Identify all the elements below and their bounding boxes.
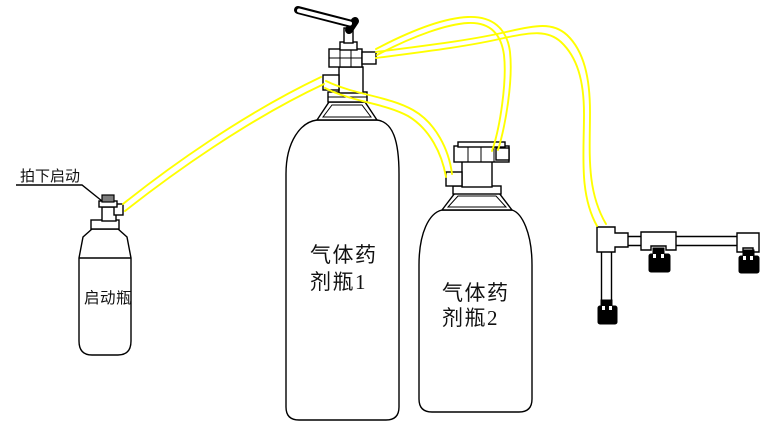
- starter-valve-port: [113, 203, 124, 216]
- tube-wall: [375, 16, 512, 151]
- discharge-manifold: [596, 226, 760, 325]
- nozzle-bottom: [597, 299, 618, 325]
- tube-wall: [122, 76, 322, 205]
- bottle2-nut-lip: [457, 141, 506, 148]
- nozzle-notch: [750, 256, 753, 260]
- gas-agent-bottle-1: [285, 6, 400, 421]
- bottle1-neck-flare-inner: [322, 104, 372, 118]
- gas-agent-bottle-2: [418, 141, 533, 413]
- agent-bottle1-label-line1: 气体药: [310, 243, 378, 267]
- nozzle-body: [738, 255, 760, 274]
- tee-junction: [596, 226, 629, 253]
- agent-bottle1-label-line2: 剂瓶1: [310, 270, 367, 294]
- starter-bottle: [78, 194, 132, 356]
- tube-wall: [375, 25, 607, 225]
- nozzle-notch: [602, 306, 605, 310]
- tube-wall: [324, 87, 447, 178]
- tubing: [122, 16, 607, 227]
- press-to-start-label: 拍下启动: [20, 168, 80, 185]
- labels: 拍下启动 启动瓶 气体药 剂瓶1 气体药 剂瓶2: [16, 168, 510, 330]
- nozzle-notch: [609, 306, 612, 310]
- nozzle-notch: [661, 254, 664, 258]
- agent-bottle2-label-line1: 气体药: [442, 281, 510, 305]
- tube-bottle1-to-manifold: [375, 25, 607, 227]
- bottle1-valve-body: [338, 66, 364, 94]
- tube-wall: [325, 80, 453, 175]
- annotation-leader-line: [16, 184, 103, 202]
- nozzle-notch: [653, 254, 656, 258]
- agent-bottle2-label-line2: 剂瓶2: [442, 306, 499, 330]
- pump-lever-handle-core: [297, 8, 352, 26]
- bottle2-body: [418, 209, 533, 413]
- nozzle-body: [648, 253, 671, 273]
- tube-bottle1-to-bottle2-valve-top: [375, 16, 512, 152]
- nozzle-notch: [743, 256, 746, 260]
- tube-starter-to-bottle1: [122, 76, 325, 212]
- starter-bottle-label: 启动瓶: [84, 289, 132, 307]
- starter-bottle-body: [78, 228, 132, 356]
- bottle2-valve-stem: [461, 160, 493, 188]
- bottle2-valve-left-port: [445, 171, 463, 187]
- nozzle-middle: [648, 247, 671, 273]
- pipe-end-fitting: [736, 232, 760, 253]
- bottle1-valve-right-port: [361, 51, 377, 65]
- tube-bottle1-to-bottle2: [324, 80, 453, 178]
- starter-valve-cap: [101, 194, 115, 203]
- bottle1-body: [285, 119, 400, 421]
- pipe-tee-fitting: [640, 231, 677, 251]
- nozzle-right: [738, 249, 760, 274]
- bottle2-nut-right-step: [495, 147, 510, 161]
- nozzle-body: [597, 305, 618, 325]
- tube-wall: [375, 32, 598, 227]
- bottle2-neck-flare-inner: [446, 195, 508, 208]
- tube-wall: [124, 83, 325, 212]
- tube-wall: [376, 22, 506, 152]
